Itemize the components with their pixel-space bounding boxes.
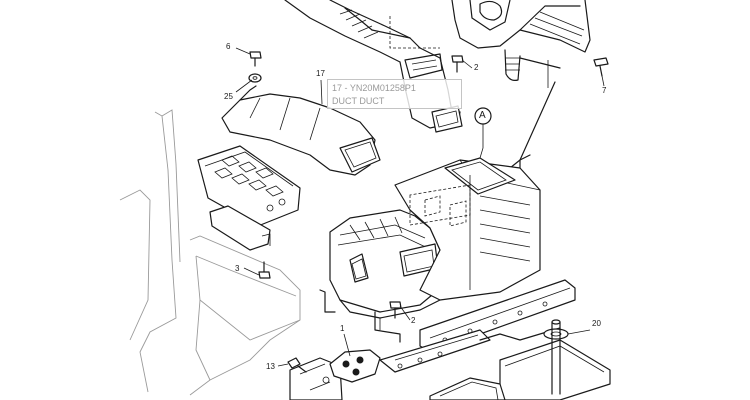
bolt-7[interactable]	[593, 57, 609, 77]
evaporator-box[interactable]	[394, 154, 541, 301]
duct-17[interactable]	[221, 85, 381, 176]
callout-circle-a	[474, 107, 492, 125]
part-tooltip: 17 - YN20M01258P1 DUCT DUCT	[327, 79, 462, 109]
callout-1[interactable]: 1	[340, 324, 345, 333]
callout-3[interactable]: 3	[235, 264, 240, 273]
leader-2-lower	[399, 305, 411, 321]
leader-a	[479, 124, 484, 159]
leader-3	[243, 267, 260, 276]
callout-13[interactable]: 13	[266, 362, 275, 371]
control-panel[interactable]	[197, 145, 301, 251]
callout-7[interactable]: 7	[602, 86, 607, 95]
callout-20[interactable]: 20	[592, 319, 601, 328]
callout-a[interactable]: A	[479, 110, 486, 121]
leader-17	[320, 79, 323, 105]
callout-25[interactable]: 25	[224, 92, 233, 101]
seat-console	[119, 109, 301, 396]
callout-6[interactable]: 6	[226, 42, 231, 51]
leader-6	[235, 47, 251, 55]
bolt-6[interactable]	[249, 51, 262, 67]
leader-2-upper	[461, 59, 473, 69]
mounting-bracket[interactable]	[374, 311, 401, 343]
grommet-plate-1[interactable]	[329, 349, 381, 383]
tooltip-description: DUCT DUCT	[332, 96, 385, 106]
leader-7	[601, 75, 605, 87]
bolt-3[interactable]	[258, 261, 271, 279]
bolt-13[interactable]	[287, 357, 307, 373]
upper-long-duct[interactable]	[284, 0, 463, 133]
tooltip-part-number: 17 - YN20M01258P1	[332, 83, 416, 93]
callout-2-upper[interactable]: 2	[474, 63, 479, 72]
upper-right-duct-assembly[interactable]	[451, 0, 591, 169]
bolt-2-upper[interactable]	[451, 55, 464, 73]
leader-20	[567, 329, 591, 335]
clamp-20[interactable]	[543, 319, 569, 395]
leader-1	[343, 333, 351, 357]
heater-unit[interactable]	[319, 209, 441, 319]
callout-2-lower[interactable]: 2	[411, 316, 416, 325]
callout-17[interactable]: 17	[316, 69, 325, 78]
leader-13	[277, 363, 289, 367]
leader-25	[235, 79, 253, 93]
